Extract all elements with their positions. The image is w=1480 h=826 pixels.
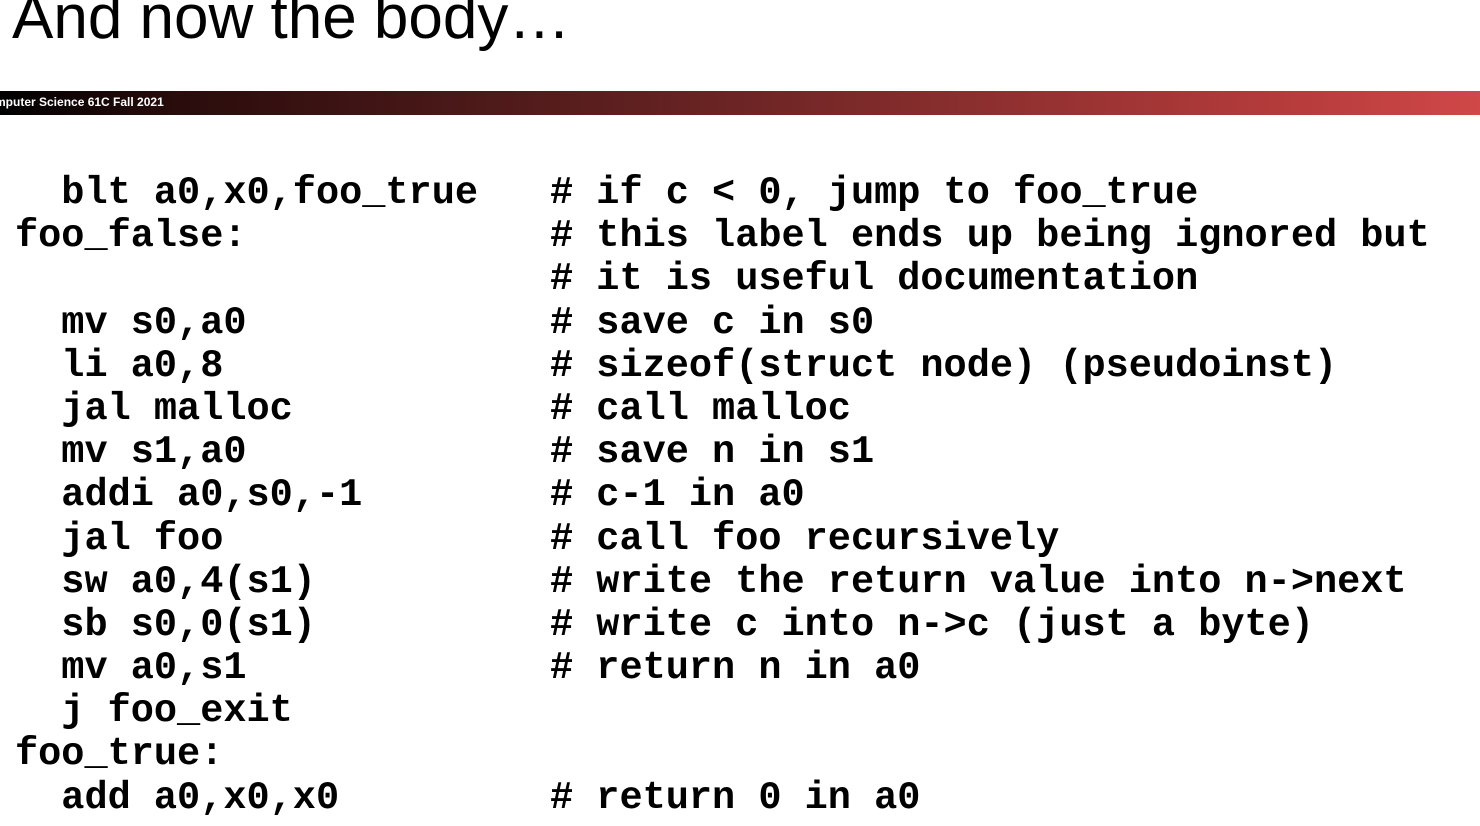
code-instruction: li a0,8 xyxy=(15,343,224,388)
code-instruction: sb s0,0(s1) xyxy=(15,602,316,647)
code-comment: # write c into n->c (just a byte) xyxy=(550,602,1314,647)
code-instruction: j foo_exit xyxy=(15,689,293,734)
code-instruction: blt a0,x0,foo_true xyxy=(15,171,479,215)
course-banner: mputer Science 61C Fall 2021 xyxy=(0,91,1480,115)
code-instruction: mv s1,a0 xyxy=(15,430,247,475)
code-instruction: mv a0,s1 xyxy=(15,646,247,691)
code-instruction: foo_false: xyxy=(15,214,247,259)
code-instruction: jal foo xyxy=(15,516,224,561)
code-comment: # write the return value into n->next xyxy=(550,559,1407,604)
code-comment: # save n in s1 xyxy=(550,430,875,475)
course-label: mputer Science 61C Fall 2021 xyxy=(0,95,164,109)
code-comment: # this label ends up being ignored but xyxy=(550,214,1430,259)
code-comment: # if c < 0, jump to foo_true xyxy=(550,171,1199,215)
code-instruction: add a0,x0,x0 xyxy=(15,775,340,820)
code-comment: # call foo recursively xyxy=(550,516,1060,561)
code-instruction: addi a0,s0,-1 xyxy=(15,473,363,518)
code-instruction: foo_true: xyxy=(15,732,224,777)
slide-title: And now the body… xyxy=(12,0,571,52)
code-comment: # sizeof(struct node) (pseudoinst) xyxy=(550,343,1338,388)
code-comment: # return n in a0 xyxy=(550,646,921,691)
code-instruction: sw a0,4(s1) xyxy=(15,559,316,604)
code-instruction: jal malloc xyxy=(15,386,293,431)
code-instruction: mv s0,a0 xyxy=(15,300,247,345)
code-comment: # it is useful documentation xyxy=(550,257,1199,302)
code-comment: # call malloc xyxy=(550,386,851,431)
code-comment: # save c in s0 xyxy=(550,300,875,345)
code-comment: # c-1 in a0 xyxy=(550,473,805,518)
code-comment: # return 0 in a0 xyxy=(550,775,921,820)
